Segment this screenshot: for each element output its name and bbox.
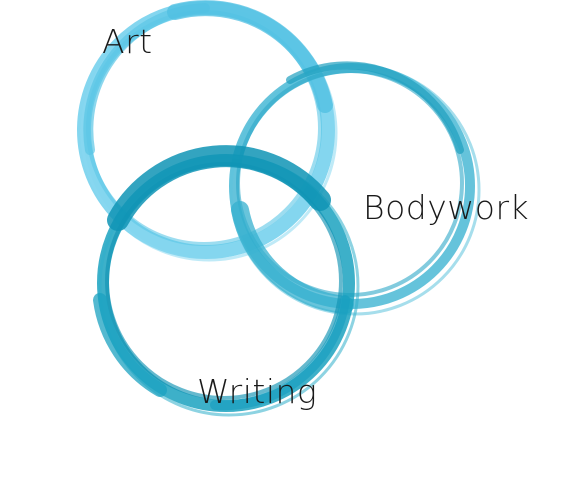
art-circle xyxy=(77,0,338,262)
writing-circle xyxy=(93,145,360,417)
writing-label: Writing xyxy=(197,372,318,411)
art-label: Art xyxy=(102,22,153,61)
bodywork-label: Bodywork xyxy=(363,188,530,227)
